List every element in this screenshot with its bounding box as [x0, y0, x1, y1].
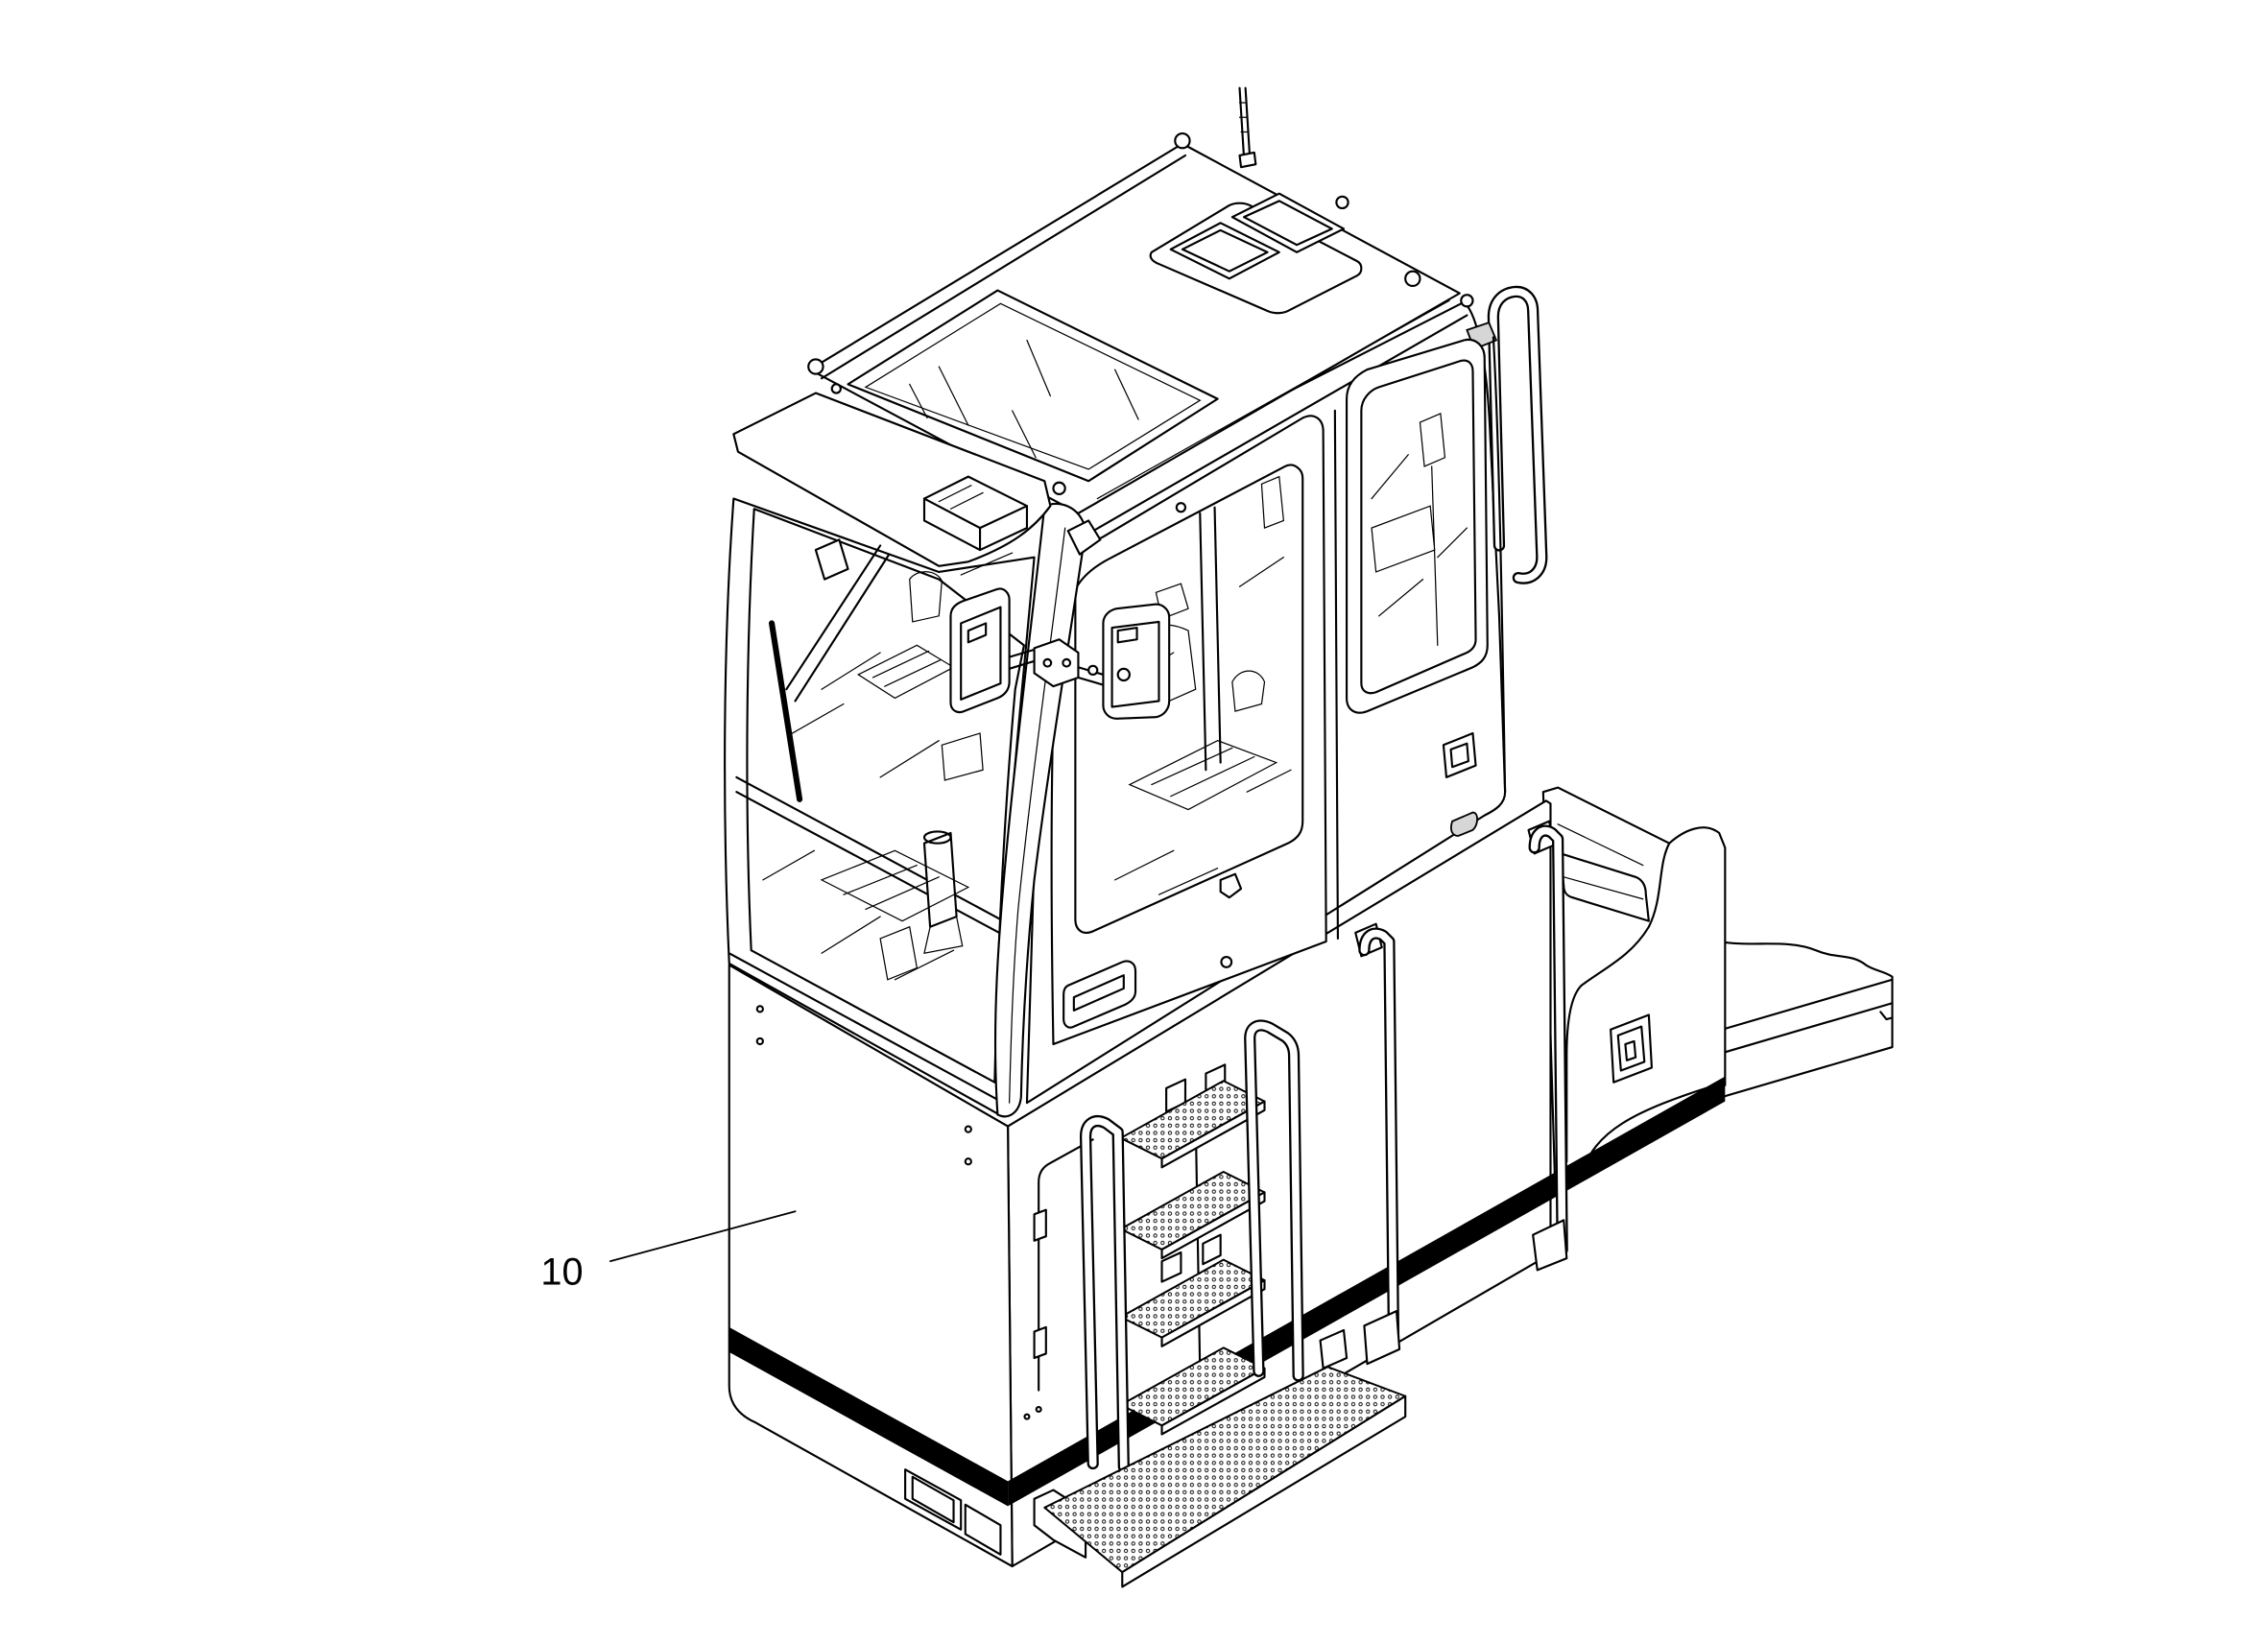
- door-latch: [1219, 872, 1243, 899]
- sunroof-glass: [847, 289, 1219, 483]
- base-front-face: [728, 964, 1014, 1568]
- mirror-right: [1077, 603, 1171, 720]
- roof-work-light: [922, 475, 1029, 552]
- wiper: [769, 538, 891, 802]
- cab-interior: [762, 552, 1014, 981]
- switch-panel: [1610, 1013, 1653, 1084]
- front-window: [728, 508, 1025, 1105]
- ladder: [1033, 1019, 1407, 1588]
- front-black-stripe: [728, 1326, 1009, 1507]
- antenna: [1238, 86, 1257, 169]
- rear-body-box: [1541, 786, 1727, 1182]
- cab-rear-handrail: [1487, 285, 1548, 584]
- rear-amber-light: [1449, 811, 1478, 837]
- bottom-step: [1043, 1366, 1407, 1588]
- roof-hatch: [1149, 192, 1363, 315]
- ladder-rail-left: [1079, 1115, 1130, 1473]
- rear-panel-edge: [1492, 336, 1507, 794]
- callout-label: 10: [540, 1251, 583, 1294]
- callout-leader-line: [609, 1210, 797, 1263]
- base-bolts: [755, 1005, 1042, 1420]
- door-handle: [1062, 960, 1137, 1029]
- side-handrail-rear: [1527, 820, 1568, 1272]
- ladder-rail-right: [1244, 1019, 1304, 1382]
- ladder-tread-2: [1119, 1170, 1266, 1260]
- access-door: [1033, 1138, 1094, 1392]
- mirror-left: [949, 587, 1069, 714]
- side-handrail-front: [1319, 922, 1401, 1370]
- rear-panel-handle: [1442, 731, 1477, 778]
- door-lock: [1220, 956, 1233, 968]
- cab-door: [1050, 409, 1339, 1046]
- ladder-tread-1: [1119, 1080, 1266, 1169]
- seat-cushion: [1560, 852, 1650, 922]
- ladder-tread-4: [1119, 1346, 1266, 1436]
- ladder-tread-3: [1119, 1258, 1266, 1347]
- pillar-lamp: [1066, 519, 1102, 556]
- callout: 10: [540, 1210, 797, 1294]
- base-service-box-right: [964, 1503, 1002, 1556]
- base-service-box-left: [904, 1468, 963, 1531]
- rear-platform: [1718, 940, 1894, 1099]
- door-top-bolt: [1175, 502, 1187, 513]
- rear-side-window: [1346, 338, 1489, 714]
